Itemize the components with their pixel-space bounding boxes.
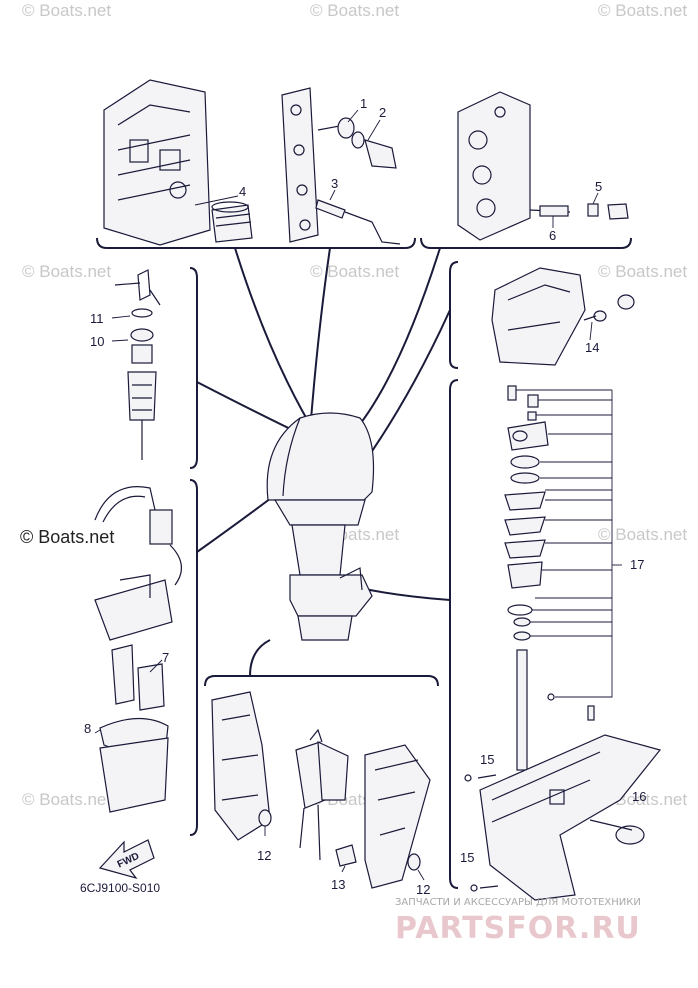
- watermark: © Boats.net: [598, 1, 687, 20]
- watermark: © Boats.net: [310, 262, 399, 281]
- callout-number: 3: [331, 176, 338, 191]
- footer-branding: ЗАПЧАСТИ И АКСЕССУАРЫ ДЛЯ МОТОТЕХНИКИ PA…: [395, 897, 641, 946]
- watermark: © Boats.net: [598, 262, 687, 281]
- callout-number: 8: [84, 721, 91, 736]
- diagram-code: 6CJ9100-S010: [80, 881, 160, 895]
- outboard-motor: [266, 412, 375, 641]
- callout-number: 11: [90, 311, 104, 326]
- cylinder-block-group: [103, 79, 253, 246]
- fuel-filter-group: [111, 269, 161, 460]
- callout-number: 6: [549, 228, 556, 243]
- callout-labels: 1 2 3 4 5 6 7 8 10 11 12 12 13 14 15 15 …: [84, 96, 646, 897]
- callout-number: 15: [460, 850, 474, 865]
- callout-number: 13: [331, 877, 345, 892]
- callout-number: 5: [595, 179, 602, 194]
- bracket-tilt-group: [211, 691, 431, 889]
- thermostat-group: [281, 87, 401, 245]
- watermark: © Boats.net: [22, 262, 111, 281]
- group-frames: [96, 237, 632, 889]
- callout-number: 2: [379, 105, 386, 120]
- callout-number: 12: [257, 848, 271, 863]
- callout-number: 1: [360, 96, 367, 111]
- vapor-separator-group: [94, 486, 182, 813]
- callout-number: 15: [480, 752, 494, 767]
- cylinder-head-group: [457, 91, 629, 241]
- callout-number: 12: [416, 882, 430, 897]
- watermark: © Boats.net: [22, 1, 111, 20]
- callout-number: 16: [632, 789, 646, 804]
- water-pump-kit-group: [504, 385, 622, 771]
- footer-logo: PARTSFOR.RU: [395, 911, 641, 946]
- footer-caption: ЗАПЧАСТИ И АКСЕССУАРЫ ДЛЯ МОТОТЕХНИКИ: [395, 897, 641, 908]
- oil-pan-group: [491, 267, 635, 366]
- watermark-prominent: © Boats.net: [20, 527, 114, 547]
- watermark: © Boats.net: [22, 790, 111, 809]
- callout-number: 7: [162, 650, 169, 665]
- callout-number: 17: [630, 557, 644, 572]
- connector-lines: [196, 247, 451, 677]
- forward-direction-arrow: FWD: [98, 839, 155, 880]
- callout-number: 4: [239, 184, 246, 199]
- callout-number: 10: [90, 334, 104, 349]
- watermark: © Boats.net: [598, 525, 687, 544]
- lower-unit-group: [464, 705, 662, 901]
- callout-number: 14: [585, 340, 599, 355]
- watermark: © Boats.net: [310, 1, 399, 20]
